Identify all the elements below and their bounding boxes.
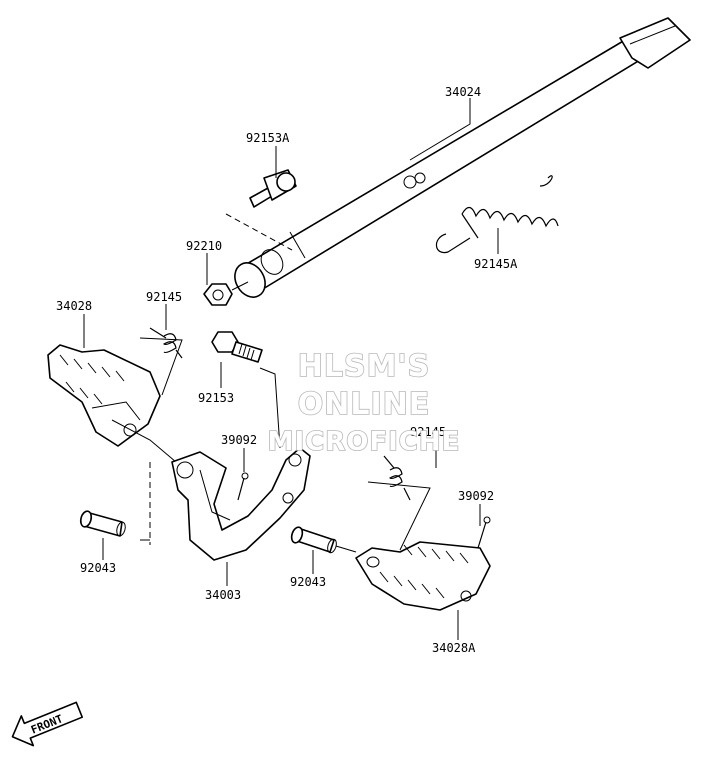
watermark-line3: MICROFICHE <box>268 427 461 457</box>
cotter-pin-39092-right[interactable] <box>477 516 491 549</box>
label-92153a: 92153A <box>246 131 290 145</box>
label-92043-right: 92043 <box>290 575 326 589</box>
bolt-92153a[interactable] <box>249 169 297 208</box>
watermark-line1: HLSM'S <box>298 349 430 384</box>
bracket-34003[interactable] <box>171 447 311 561</box>
spring-92145-right[interactable] <box>383 455 411 501</box>
bolt-92153[interactable] <box>211 331 263 363</box>
side-stand-bar[interactable] <box>229 17 691 303</box>
spring-92145a[interactable] <box>435 175 559 254</box>
label-34028: 34028 <box>56 299 92 313</box>
label-39092-right: 39092 <box>458 489 494 503</box>
front-arrow-icon: FRONT <box>11 701 84 747</box>
watermark: HLSM'S ONLINE MICROFICHE <box>267 348 461 458</box>
nut-92210[interactable] <box>203 283 233 306</box>
label-92043-left: 92043 <box>80 561 116 575</box>
footpeg-34028[interactable] <box>47 337 183 447</box>
label-92210: 92210 <box>186 239 222 253</box>
label-92153: 92153 <box>198 391 234 405</box>
label-39092-left: 39092 <box>221 433 257 447</box>
leader-lines <box>83 98 499 640</box>
label-34028a: 34028A <box>432 641 476 655</box>
label-92145-left: 92145 <box>146 290 182 304</box>
label-92145-right: 92145 <box>410 425 446 439</box>
cotter-pin-39092-left[interactable] <box>237 472 249 501</box>
label-34003: 34003 <box>205 588 241 602</box>
pin-92043-left[interactable] <box>79 510 127 537</box>
spring-92145-left[interactable] <box>149 327 183 359</box>
watermark-line2: ONLINE <box>298 387 431 422</box>
label-92145a: 92145A <box>474 257 518 271</box>
footpeg-34028a[interactable] <box>355 481 491 611</box>
pin-92043-right[interactable] <box>290 526 338 554</box>
label-34024: 34024 <box>445 85 481 99</box>
